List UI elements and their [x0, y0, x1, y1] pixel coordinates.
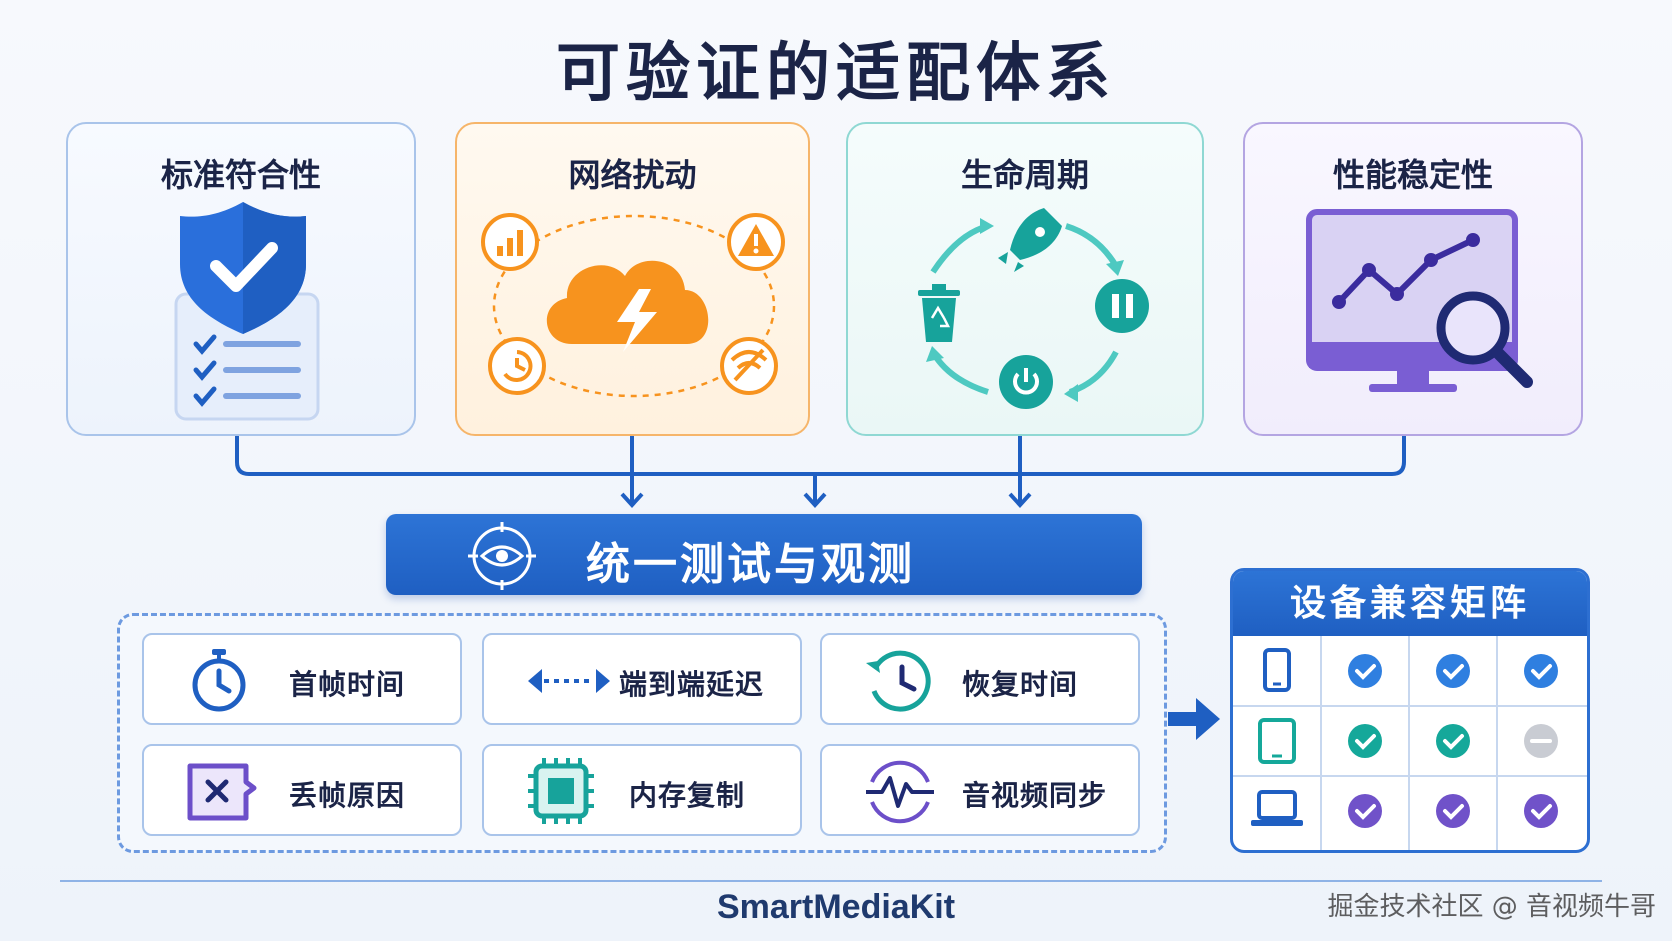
- pillar-card-performance: 性能稳定性: [1243, 122, 1583, 436]
- metric-label: 首帧时间: [289, 668, 406, 701]
- pillar-card-standard: 标准符合性: [66, 122, 416, 436]
- matrix-grid: [1233, 636, 1587, 850]
- history-clock-icon: [866, 650, 931, 712]
- double-arrow-icon: [528, 669, 610, 693]
- pillar-card-lifecycle: 生命周期: [846, 122, 1204, 436]
- metric-recovery-time: 恢复时间: [820, 633, 1140, 725]
- device-compat-matrix: 设备兼容矩阵: [1230, 568, 1590, 853]
- broken-frame-icon: [187, 763, 257, 821]
- check-icon: [1348, 654, 1382, 688]
- check-icon: [1436, 654, 1470, 688]
- phone-icon: [1263, 648, 1291, 692]
- laptop-icon: [1251, 790, 1303, 826]
- page-title: 可验证的适配体系: [556, 37, 1116, 111]
- check-icon: [1348, 724, 1382, 758]
- stopwatch-icon: [192, 649, 246, 712]
- metric-frame-drop: 丢帧原因: [142, 744, 462, 836]
- shield-check-icon: [174, 202, 320, 421]
- pillar-card-network: 网络扰动: [455, 122, 810, 436]
- unified-test-observe-bar: 统一测试与观测: [386, 514, 1142, 595]
- unified-label: 统一测试与观测: [586, 539, 915, 590]
- metric-label: 内存复制: [629, 779, 746, 812]
- metrics-group: 首帧时间 端到端延迟 恢复时间 丢帧原因: [117, 613, 1167, 853]
- metric-first-frame: 首帧时间: [142, 633, 462, 725]
- check-icon: [1348, 794, 1382, 828]
- pause-icon: [1095, 279, 1149, 333]
- arrow-right-icon: [1168, 698, 1220, 740]
- metric-label: 音视频同步: [962, 779, 1108, 812]
- check-icon: [1524, 654, 1558, 688]
- minus-icon: [1524, 724, 1558, 758]
- pillar-title: 标准符合性: [160, 156, 321, 194]
- footer-brand: SmartMediaKit: [716, 888, 956, 926]
- metric-label: 恢复时间: [962, 668, 1079, 701]
- eye-target-icon: [468, 522, 536, 590]
- waveform-sync-icon: [866, 760, 934, 824]
- check-icon: [1436, 794, 1470, 828]
- metric-e2e-latency: 端到端延迟: [482, 633, 802, 725]
- watermark: 掘金技术社区 @ 音视频牛哥: [1327, 892, 1656, 922]
- power-icon: [999, 355, 1053, 409]
- matrix-title: 设备兼容矩阵: [1233, 571, 1587, 636]
- metric-av-sync: 音视频同步: [820, 744, 1140, 836]
- chip-icon: [528, 758, 594, 824]
- pillar-title: 网络扰动: [568, 156, 697, 194]
- tablet-icon: [1258, 718, 1296, 764]
- cloud-lightning-icon: [481, 213, 785, 398]
- pillar-title: 生命周期: [960, 156, 1089, 194]
- metric-label: 丢帧原因: [289, 779, 406, 812]
- monitor-chart-magnifier-icon: [1306, 209, 1533, 392]
- rocket-icon: [998, 208, 1062, 272]
- metric-label: 端到端延迟: [619, 668, 765, 701]
- metric-memory-copy: 内存复制: [482, 744, 802, 836]
- pillar-title: 性能稳定性: [1332, 156, 1493, 194]
- check-icon: [1524, 794, 1558, 828]
- lifecycle-cycle-icon: [918, 208, 1149, 409]
- footer-divider: [60, 880, 1602, 882]
- recycle-bin-icon: [918, 284, 960, 342]
- check-icon: [1436, 724, 1470, 758]
